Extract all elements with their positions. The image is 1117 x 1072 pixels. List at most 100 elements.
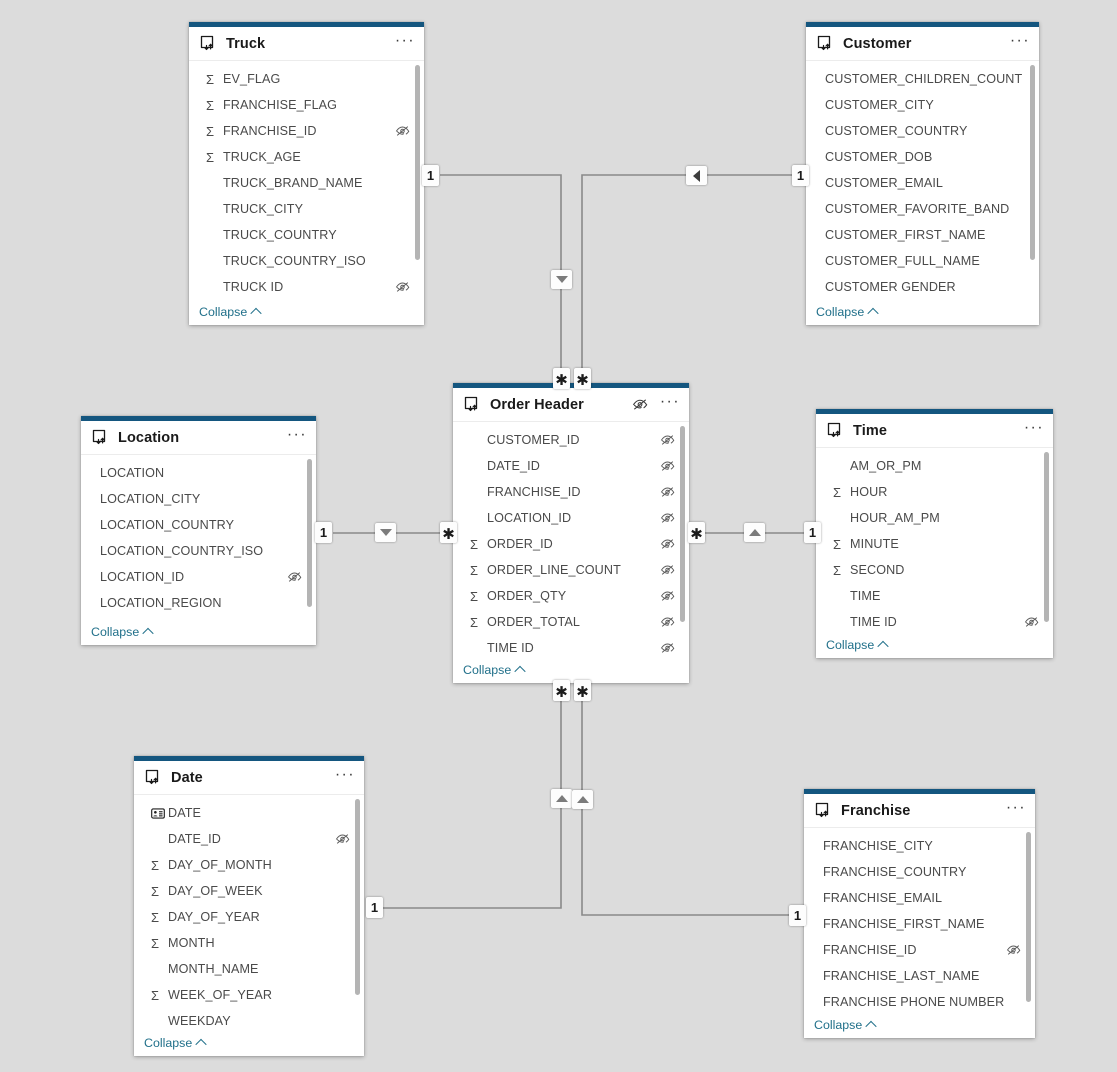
field-row[interactable]: FRANCHISE_ID xyxy=(804,937,1035,963)
hidden-eye-icon[interactable] xyxy=(660,564,675,576)
cardinality-many-location[interactable]: ✱ xyxy=(440,522,457,543)
field-row[interactable]: CUSTOMER_DOB xyxy=(806,144,1039,170)
field-row[interactable]: TRUCK_COUNTRY xyxy=(189,222,424,248)
field-row[interactable]: TRUCK ID xyxy=(189,274,424,298)
hidden-eye-icon[interactable] xyxy=(660,642,675,654)
field-row[interactable]: LOCATION_COUNTRY xyxy=(81,512,316,538)
more-options-icon[interactable]: ··· xyxy=(286,425,307,443)
hidden-eye-icon[interactable] xyxy=(287,571,302,583)
more-options-icon[interactable]: ··· xyxy=(1005,798,1026,816)
filter-direction-down-icon[interactable] xyxy=(551,270,572,289)
field-row[interactable]: LOCATION xyxy=(81,460,316,486)
field-row[interactable]: AM_OR_PM xyxy=(816,453,1053,479)
table-header-customer[interactable]: Customer ··· xyxy=(806,27,1039,61)
field-row[interactable]: LOCATION_ID xyxy=(453,505,689,531)
filter-direction-down-icon[interactable] xyxy=(375,523,396,542)
vertical-scrollbar[interactable] xyxy=(680,426,685,622)
vertical-scrollbar[interactable] xyxy=(1026,832,1031,1002)
hidden-eye-icon[interactable] xyxy=(632,398,648,411)
field-row[interactable]: CUSTOMER_FIRST_NAME xyxy=(806,222,1039,248)
field-row[interactable]: HOUR_AM_PM xyxy=(816,505,1053,531)
table-card-location[interactable]: Location ··· LOCATION LOCATION_CITY LOCA… xyxy=(81,416,316,645)
field-row[interactable]: FRANCHISE_EMAIL xyxy=(804,885,1035,911)
more-options-icon[interactable]: ··· xyxy=(1023,418,1044,436)
field-row[interactable]: TIME ID xyxy=(816,609,1053,631)
hidden-eye-icon[interactable] xyxy=(660,538,675,550)
field-row[interactable]: CUSTOMER_ID xyxy=(453,427,689,453)
field-row[interactable]: CUSTOMER_CITY xyxy=(806,92,1039,118)
more-options-icon[interactable]: ··· xyxy=(1009,31,1030,49)
cardinality-many-customer[interactable]: ✱ xyxy=(574,368,591,389)
collapse-button[interactable]: Collapse xyxy=(826,638,889,652)
table-header-date[interactable]: Date ··· xyxy=(134,761,364,795)
filter-direction-left-icon[interactable] xyxy=(686,166,707,185)
field-row[interactable]: TRUCK_BRAND_NAME xyxy=(189,170,424,196)
hidden-eye-icon[interactable] xyxy=(395,281,410,293)
vertical-scrollbar[interactable] xyxy=(415,65,420,260)
table-header-order-header[interactable]: Order Header ··· xyxy=(453,388,689,422)
field-row[interactable]: DATE_ID xyxy=(134,826,364,852)
field-row[interactable]: FRANCHISE_CITY xyxy=(804,833,1035,859)
field-row[interactable]: TRUCK_CITY xyxy=(189,196,424,222)
field-row[interactable]: FRANCHISE_LAST_NAME xyxy=(804,963,1035,989)
field-row[interactable]: LOCATION_CITY xyxy=(81,486,316,512)
hidden-eye-icon[interactable] xyxy=(660,486,675,498)
hidden-eye-icon[interactable] xyxy=(1006,944,1021,956)
table-header-time[interactable]: Time ··· xyxy=(816,414,1053,448)
hidden-eye-icon[interactable] xyxy=(1024,616,1039,628)
collapse-button[interactable]: Collapse xyxy=(199,305,262,319)
cardinality-many-time[interactable]: ✱ xyxy=(688,522,705,543)
hidden-eye-icon[interactable] xyxy=(660,590,675,602)
field-row[interactable]: LOCATION_ID xyxy=(81,564,316,590)
hidden-eye-icon[interactable] xyxy=(395,125,410,137)
filter-direction-up-icon[interactable] xyxy=(744,523,765,542)
collapse-row[interactable]: Collapse xyxy=(453,656,689,683)
cardinality-one-time[interactable]: 1 xyxy=(804,522,821,543)
collapse-button[interactable]: Collapse xyxy=(814,1018,877,1032)
vertical-scrollbar[interactable] xyxy=(1044,452,1049,622)
field-row[interactable]: DATE xyxy=(134,800,364,826)
cardinality-one-date[interactable]: 1 xyxy=(366,897,383,918)
hidden-eye-icon[interactable] xyxy=(660,460,675,472)
hidden-eye-icon[interactable] xyxy=(660,434,675,446)
cardinality-one-location[interactable]: 1 xyxy=(315,522,332,543)
field-list[interactable]: CUSTOMER_CHILDREN_COUNT CUSTOMER_CITY CU… xyxy=(806,61,1039,298)
hidden-eye-icon[interactable] xyxy=(335,833,350,845)
vertical-scrollbar[interactable] xyxy=(355,799,360,995)
collapse-button[interactable]: Collapse xyxy=(463,663,526,677)
table-header-location[interactable]: Location ··· xyxy=(81,421,316,455)
collapse-button[interactable]: Collapse xyxy=(144,1036,207,1050)
filter-direction-up-icon[interactable] xyxy=(551,789,572,808)
collapse-row[interactable]: Collapse xyxy=(806,298,1039,325)
table-header-franchise[interactable]: Franchise ··· xyxy=(804,794,1035,828)
field-row[interactable]: CUSTOMER_CHILDREN_COUNT xyxy=(806,66,1039,92)
collapse-row[interactable]: Collapse xyxy=(189,298,424,325)
field-row[interactable]: TRUCK_COUNTRY_ISO xyxy=(189,248,424,274)
field-row[interactable]: CUSTOMER GENDER xyxy=(806,274,1039,298)
field-list[interactable]: FRANCHISE_CITY FRANCHISE_COUNTRY FRANCHI… xyxy=(804,828,1035,1011)
hidden-eye-icon[interactable] xyxy=(660,616,675,628)
collapse-row[interactable]: Collapse xyxy=(816,631,1053,658)
collapse-row[interactable]: Collapse xyxy=(81,618,316,645)
field-row[interactable]: FRANCHISE PHONE NUMBER xyxy=(804,989,1035,1011)
filter-direction-up-icon[interactable] xyxy=(572,790,593,809)
field-list[interactable]: LOCATION LOCATION_CITY LOCATION_COUNTRY … xyxy=(81,455,316,618)
hidden-eye-icon[interactable] xyxy=(660,512,675,524)
table-header-truck[interactable]: Truck ··· xyxy=(189,27,424,61)
table-card-franchise[interactable]: Franchise ··· FRANCHISE_CITY FRANCHISE_C… xyxy=(804,789,1035,1038)
field-row[interactable]: FRANCHISE_COUNTRY xyxy=(804,859,1035,885)
collapse-row[interactable]: Collapse xyxy=(134,1029,364,1056)
